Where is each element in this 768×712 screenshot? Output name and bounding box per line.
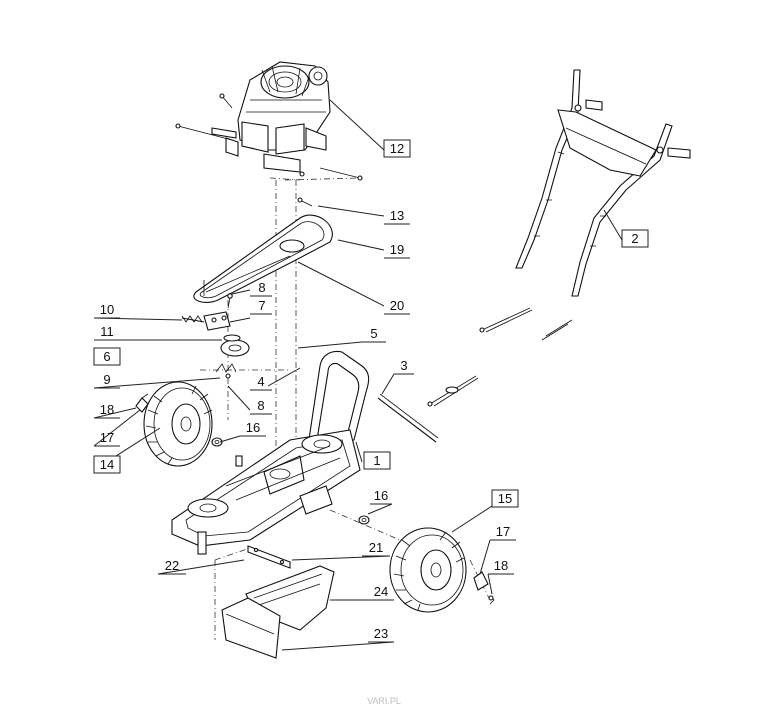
callout-21: 21 <box>369 540 383 555</box>
callout-box-6 <box>93 347 121 366</box>
callout-15: 15 <box>498 491 512 506</box>
callout-16-right: 16 <box>374 488 388 503</box>
callout-20: 20 <box>390 298 404 313</box>
callout-4: 4 <box>257 374 264 389</box>
callout-box-14 <box>93 455 121 474</box>
callout-8-lower: 8 <box>257 398 264 413</box>
chassis <box>171 429 361 555</box>
callout-underlines <box>94 223 516 643</box>
callout-17-left: 17 <box>100 430 114 445</box>
watermark: VARI.PL <box>367 696 401 706</box>
callout-box-2 <box>621 229 649 248</box>
engine <box>175 61 363 181</box>
callout-6: 6 <box>103 349 110 364</box>
drive-belt <box>193 214 333 303</box>
tension-parts <box>181 293 250 379</box>
callout-12: 12 <box>390 141 404 156</box>
wheel-left <box>143 381 213 467</box>
callout-labels: 12 13 19 20 2 8 7 10 11 6 5 3 9 4 8 18 1… <box>100 141 639 641</box>
callout-18-right: 18 <box>494 558 508 573</box>
callout-9: 9 <box>103 372 110 387</box>
callout-1: 1 <box>373 453 380 468</box>
callout-22: 22 <box>165 558 179 573</box>
bushings <box>211 437 370 525</box>
callout-18-left: 18 <box>100 402 114 417</box>
callout-24: 24 <box>374 584 388 599</box>
callout-23: 23 <box>374 626 388 641</box>
wheel-right <box>389 527 467 613</box>
callout-11: 11 <box>100 324 114 339</box>
callout-14: 14 <box>100 457 114 472</box>
callout-16-left: 16 <box>246 420 260 435</box>
callout-box-12 <box>383 139 411 158</box>
callout-10: 10 <box>100 302 114 317</box>
callout-19: 19 <box>390 242 404 257</box>
callout-7: 7 <box>258 298 265 313</box>
support-frame <box>307 350 439 447</box>
callout-2: 2 <box>631 231 638 246</box>
pin-13 <box>297 197 313 207</box>
control-cables <box>427 307 573 407</box>
lower-guards <box>221 545 335 659</box>
callout-box-1 <box>363 451 391 470</box>
callout-13: 13 <box>390 208 404 223</box>
clips <box>135 393 495 605</box>
callout-3: 3 <box>400 358 407 373</box>
callout-17-right: 17 <box>496 524 510 539</box>
callout-8-upper: 8 <box>258 280 265 295</box>
handlebar <box>515 69 691 297</box>
callout-5: 5 <box>370 326 377 341</box>
callout-box-15 <box>491 489 519 508</box>
callout-boxes <box>93 139 649 508</box>
